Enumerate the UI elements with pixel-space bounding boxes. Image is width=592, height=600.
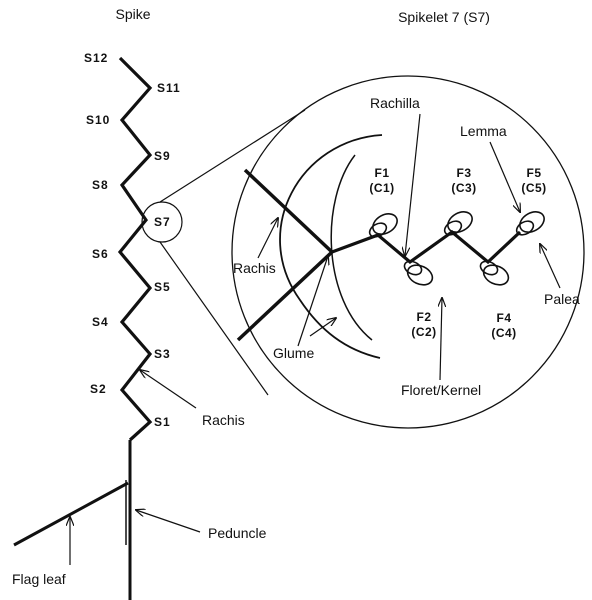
spikelet-label-s1: S1 — [154, 415, 171, 429]
spikelet-label-s10: S10 — [86, 113, 110, 127]
floret-label-c1: (C1) — [369, 181, 394, 195]
floret-label-c3: (C3) — [451, 181, 476, 195]
spikelet-label-s12: S12 — [84, 51, 108, 65]
spike-title: Spike — [115, 6, 150, 22]
palea-label: Palea — [544, 291, 580, 307]
spikelet-label-s9: S9 — [154, 149, 171, 163]
peduncle-label: Peduncle — [208, 525, 267, 541]
floret-label-f5: F5 — [526, 166, 541, 180]
spikelet-label-s5: S5 — [154, 280, 171, 294]
floret-label-c5: (C5) — [521, 181, 546, 195]
flag-leaf-label: Flag leaf — [12, 571, 66, 587]
spikelet-label-s7: S7 — [154, 215, 171, 229]
floret-label-f2: F2 — [416, 310, 431, 324]
floret-label-c2: (C2) — [411, 325, 436, 339]
floret-kernel-label: Floret/Kernel — [401, 382, 481, 398]
floret-label-c4: (C4) — [491, 326, 516, 340]
floret-label-f3: F3 — [456, 166, 471, 180]
spikelet-label-s4: S4 — [92, 315, 109, 329]
rachis-label-spike: Rachis — [202, 412, 245, 428]
floret-label-f4: F4 — [496, 311, 511, 325]
glume-label: Glume — [273, 345, 314, 361]
spikelet-zoom-circle — [232, 76, 584, 428]
spike-rachis — [120, 58, 150, 440]
spikelet-label-s8: S8 — [92, 178, 109, 192]
annotation-arrows — [70, 114, 560, 565]
floret-label-f1: F1 — [374, 166, 389, 180]
rachilla — [332, 232, 520, 262]
spikelet-label-s11: S11 — [157, 81, 181, 95]
zoom-rachis-upper — [245, 170, 332, 252]
spikelet-title: Spikelet 7 (S7) — [398, 9, 490, 25]
flag-leaf-stroke — [14, 483, 128, 545]
zoom-line-top — [160, 110, 305, 202]
spikelet-label-s6: S6 — [92, 247, 109, 261]
lemma-label: Lemma — [460, 123, 507, 139]
rachilla-label: Rachilla — [370, 95, 420, 111]
spikelet-label-s3: S3 — [154, 347, 171, 361]
spikelet-label-s2: S2 — [90, 382, 107, 396]
rachis-label-zoom: Rachis — [233, 260, 276, 276]
glume-arc-inner — [331, 155, 372, 340]
